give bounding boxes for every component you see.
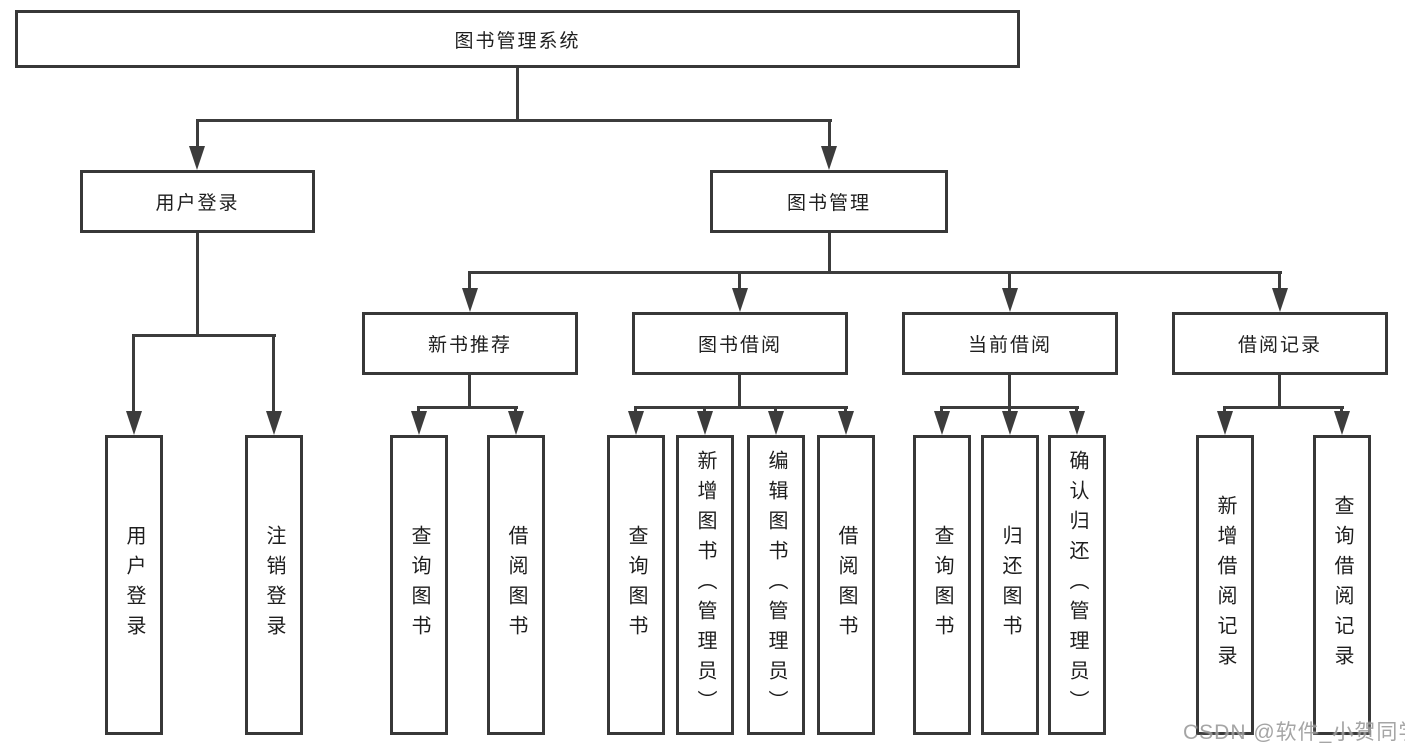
connector-line <box>828 233 831 274</box>
leaf-current-confirm-return-admin: 确认归还（管理员） <box>1048 435 1106 735</box>
connector-line <box>132 334 135 414</box>
connector-line <box>828 119 831 149</box>
connector-line <box>1223 406 1226 414</box>
connector-line <box>844 406 847 414</box>
leaf-label: 新增借阅记录 <box>1214 495 1236 675</box>
leaf-borrow-query-book: 查询图书 <box>607 435 665 735</box>
leaf-label: 归还图书 <box>999 525 1021 645</box>
arrowhead-down-icon <box>411 411 427 435</box>
leaf-label: 确认归还（管理员） <box>1066 450 1088 720</box>
arrowhead-down-icon <box>508 411 524 435</box>
connector-line <box>1278 375 1281 408</box>
node-current-borrow: 当前借阅 <box>902 312 1118 375</box>
leaf-recommend-query-book: 查询图书 <box>390 435 448 735</box>
arrowhead-down-icon <box>821 146 837 170</box>
node-label: 图书管理 <box>786 193 871 214</box>
arrowhead-down-icon <box>732 288 748 312</box>
leaf-record-add: 新增借阅记录 <box>1196 435 1254 735</box>
connector-line <box>514 406 517 414</box>
connector-line <box>634 406 848 409</box>
node-borrow-records: 借阅记录 <box>1172 312 1388 375</box>
leaf-borrow-borrow-book: 借阅图书 <box>817 435 875 735</box>
connector-line <box>132 334 276 337</box>
arrowhead-down-icon <box>1002 411 1018 435</box>
leaf-borrow-add-book-admin: 新增图书（管理员） <box>676 435 734 735</box>
leaf-label: 注销登录 <box>263 525 285 645</box>
connector-line <box>468 375 471 408</box>
node-label: 图书借阅 <box>697 335 782 356</box>
arrowhead-down-icon <box>697 411 713 435</box>
leaf-label: 用户登录 <box>123 525 145 645</box>
connector-line <box>1008 375 1011 408</box>
node-label: 用户登录 <box>155 193 240 214</box>
leaf-label: 借阅图书 <box>505 525 527 645</box>
arrowhead-down-icon <box>462 288 478 312</box>
connector-line <box>1223 406 1344 409</box>
leaf-label: 新增图书（管理员） <box>694 450 716 720</box>
leaf-logout: 注销登录 <box>245 435 303 735</box>
arrowhead-down-icon <box>1069 411 1085 435</box>
node-book-borrow: 图书借阅 <box>632 312 848 375</box>
connector-line <box>774 406 777 414</box>
connector-line <box>1008 406 1011 414</box>
node-book-management: 图书管理 <box>710 170 948 233</box>
connector-line <box>634 406 637 414</box>
connector-line <box>940 406 943 414</box>
arrowhead-down-icon <box>126 411 142 435</box>
connector-line <box>468 271 1282 274</box>
node-label: 图书管理系统 <box>454 30 581 52</box>
leaf-label: 查询图书 <box>408 525 430 645</box>
leaf-label: 借阅图书 <box>835 525 857 645</box>
node-new-book-recommend: 新书推荐 <box>362 312 578 375</box>
node-user-login: 用户登录 <box>80 170 315 233</box>
arrowhead-down-icon <box>1272 288 1288 312</box>
connector-line <box>1340 406 1343 414</box>
arrowhead-down-icon <box>838 411 854 435</box>
leaf-user-login: 用户登录 <box>105 435 163 735</box>
arrowhead-down-icon <box>1334 411 1350 435</box>
arrowhead-down-icon <box>934 411 950 435</box>
leaf-current-return-book: 归还图书 <box>981 435 1039 735</box>
node-label: 借阅记录 <box>1237 335 1322 356</box>
arrowhead-down-icon <box>628 411 644 435</box>
leaf-recommend-borrow-book: 借阅图书 <box>487 435 545 735</box>
node-root-system: 图书管理系统 <box>15 10 1020 68</box>
connector-line <box>738 271 741 291</box>
arrowhead-down-icon <box>189 146 205 170</box>
connector-line <box>417 406 420 414</box>
leaf-label: 查询图书 <box>625 525 647 645</box>
leaf-label: 查询借阅记录 <box>1331 495 1353 675</box>
connector-line <box>196 119 199 149</box>
watermark: CSDN @软件_小贺同学 <box>1183 721 1405 744</box>
leaf-record-query: 查询借阅记录 <box>1313 435 1371 735</box>
connector-line <box>1075 406 1078 414</box>
node-label: 当前借阅 <box>967 335 1052 356</box>
connector-line <box>516 68 519 122</box>
connector-line <box>703 406 706 414</box>
connector-line <box>1278 271 1281 291</box>
connector-line <box>196 119 832 122</box>
connector-line <box>468 271 471 291</box>
connector-line <box>1008 271 1011 291</box>
connector-line <box>272 334 275 414</box>
leaf-label: 编辑图书（管理员） <box>765 450 787 720</box>
connector-line <box>417 406 518 409</box>
arrowhead-down-icon <box>1217 411 1233 435</box>
arrowhead-down-icon <box>266 411 282 435</box>
arrowhead-down-icon <box>1002 288 1018 312</box>
connector-line <box>196 233 199 337</box>
node-label: 新书推荐 <box>427 335 512 356</box>
leaf-borrow-edit-book-admin: 编辑图书（管理员） <box>747 435 805 735</box>
arrowhead-down-icon <box>768 411 784 435</box>
connector-line <box>738 375 741 408</box>
leaf-current-query-book: 查询图书 <box>913 435 971 735</box>
leaf-label: 查询图书 <box>931 525 953 645</box>
